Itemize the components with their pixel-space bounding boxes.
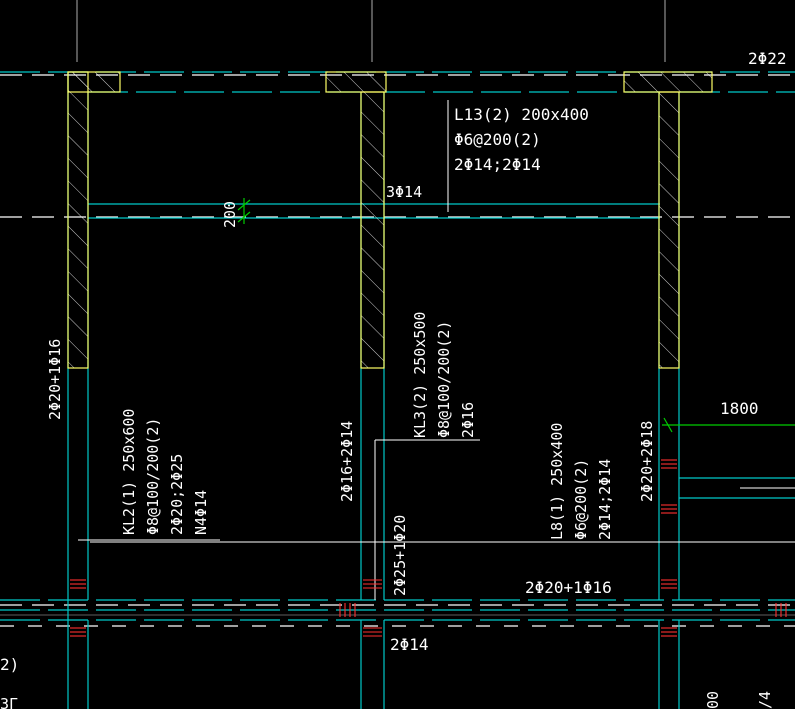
label-kl2-name: KL2(1) 250x600 xyxy=(120,409,138,535)
label-l8-bars: 2Φ14;2Φ14 xyxy=(596,459,614,540)
label-bar-2-14: 2Φ14 xyxy=(390,635,429,654)
label-left-vertical: 2Φ20+1Φ16 xyxy=(46,339,64,420)
rebar-ticks xyxy=(70,459,787,637)
annotations: 2Φ22 - L13(2) 200x400 Φ6@200(2) 2Φ14;2Φ1… xyxy=(0,49,795,709)
grid-lines xyxy=(0,0,795,616)
wall-hatching xyxy=(67,71,713,369)
label-l13-stirrup: Φ6@200(2) xyxy=(454,130,541,149)
label-l8-stirrup: Φ6@200(2) xyxy=(572,459,590,540)
label-l13-name: L13(2) 200x400 xyxy=(454,105,589,124)
label-top-right: 2Φ22 - xyxy=(748,49,795,68)
label-dim-200: 200 xyxy=(221,201,239,228)
label-l13-bars: 2Φ14;2Φ14 xyxy=(454,155,541,174)
label-bar-3: 3Φ14 xyxy=(386,183,422,201)
label-kl3-bottom: 2Φ25+1Φ20 xyxy=(391,515,409,596)
label-right-edge-b: /4 xyxy=(756,691,774,709)
label-kl3-bars: 2Φ16 xyxy=(459,402,477,438)
label-kl2-stirrup: Φ8@100/200(2) xyxy=(144,418,162,535)
dimension-marks xyxy=(237,198,795,433)
label-dim-1800: 1800 xyxy=(720,399,759,418)
label-kl3-stirrup: Φ8@100/200(2) xyxy=(435,321,453,438)
label-kl3-left: 2Φ16+2Φ14 xyxy=(338,421,356,502)
label-left-edge-bottom: ЗГ xyxy=(0,695,18,709)
label-l8-name: L8(1) 250x400 xyxy=(548,423,566,540)
label-bottom-beam: 2Φ20+1Φ16 xyxy=(525,578,612,597)
label-kl2-side: N4Φ14 xyxy=(192,490,210,535)
label-kl3-name: KL3(2) 250x500 xyxy=(411,312,429,438)
label-right-vertical: 2Φ20+2Φ18 xyxy=(638,421,656,502)
leader-lines xyxy=(78,100,795,600)
label-right-edge-a: 00 xyxy=(704,691,722,709)
dashed-beam-lines xyxy=(0,74,795,627)
label-kl2-bars: 2Φ20;2Φ25 xyxy=(168,454,186,535)
label-left-edge-paren: 2) xyxy=(0,655,19,674)
